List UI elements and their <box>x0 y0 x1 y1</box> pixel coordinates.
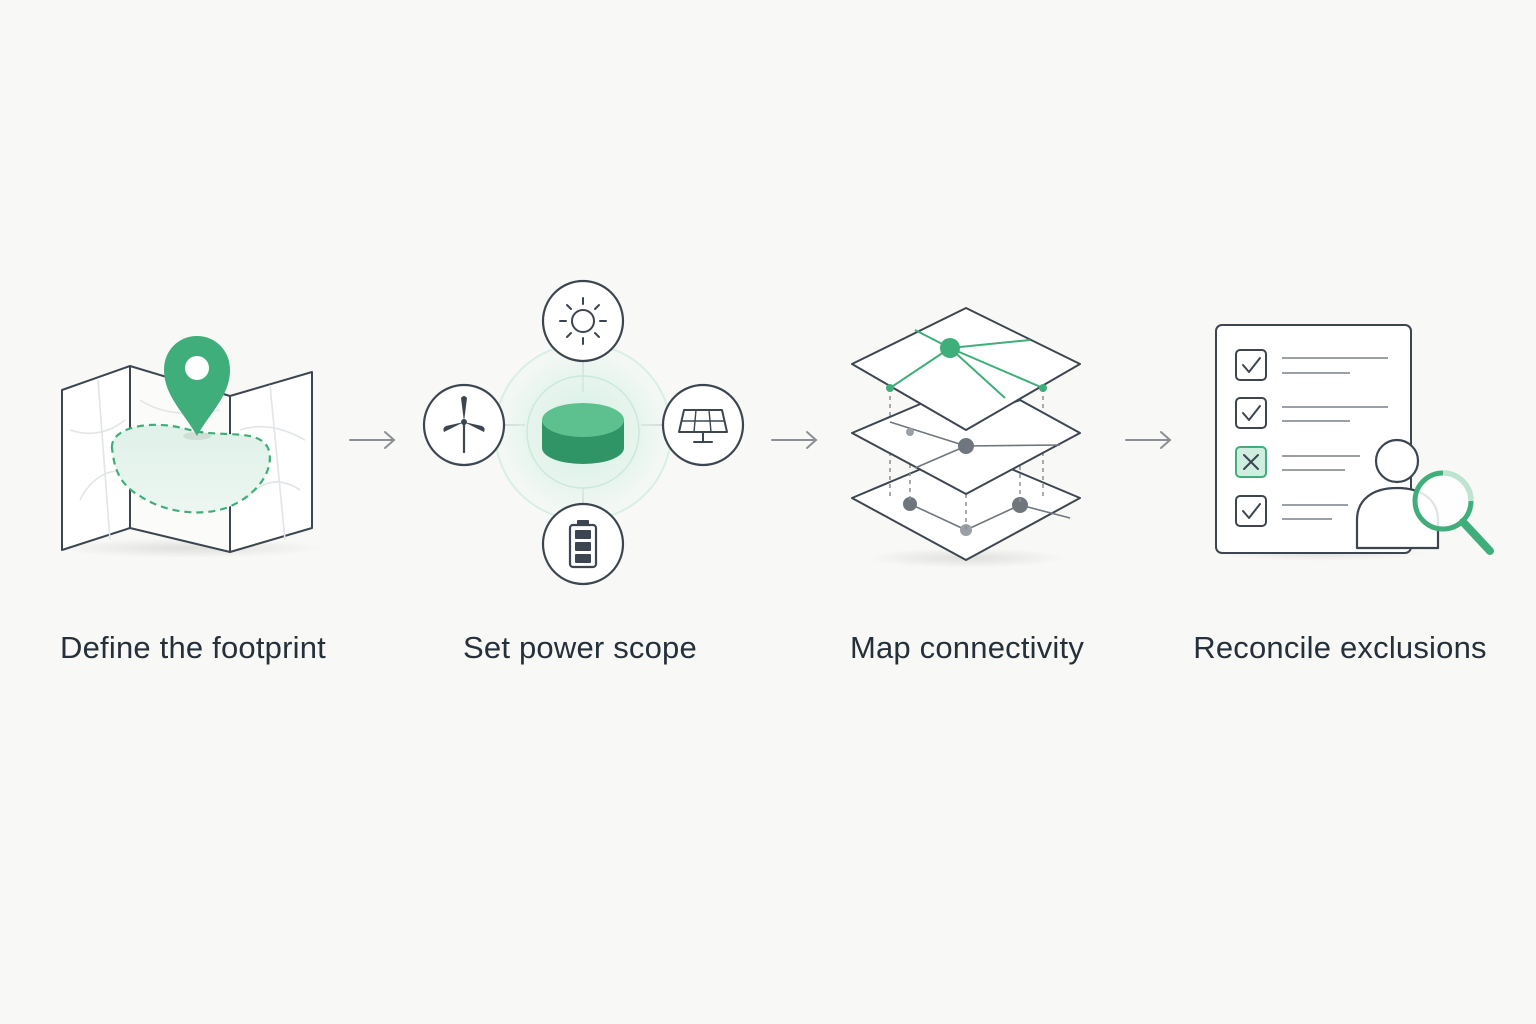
checklist-item-3-excluded <box>1235 446 1360 478</box>
flow-arrow-1 <box>349 431 396 449</box>
magnifier-icon <box>1412 470 1494 555</box>
battery-icon <box>541 502 625 586</box>
map-pin-icon <box>55 336 325 558</box>
checklist-item-1 <box>1235 349 1388 381</box>
power-hub-icon <box>494 343 672 521</box>
solar-panel-icon <box>661 383 745 467</box>
step-label-reconcile-exclusions: Reconcile exclusions <box>1193 630 1487 665</box>
checklist-item-4 <box>1235 495 1348 527</box>
wind-turbine-icon <box>422 383 506 467</box>
layered-network-icon <box>851 307 1081 568</box>
step-label-define-footprint: Define the footprint <box>60 630 326 665</box>
flow-arrow-3 <box>1125 431 1172 449</box>
checklist-review-icon <box>1210 324 1494 561</box>
checklist-item-2 <box>1235 397 1388 429</box>
sun-icon <box>541 279 625 363</box>
step-label-map-connectivity: Map connectivity <box>849 630 1085 665</box>
step-label-set-power-scope: Set power scope <box>463 630 697 665</box>
flow-arrow-2 <box>771 431 818 449</box>
